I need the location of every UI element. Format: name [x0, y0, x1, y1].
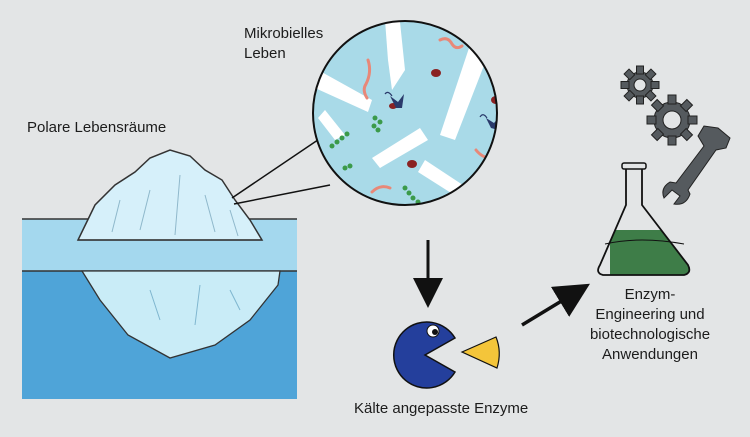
iceberg-icon	[22, 149, 297, 399]
arrow-diagonal	[521, 283, 590, 327]
gear-icon	[620, 65, 698, 146]
wrench-icon	[662, 125, 731, 205]
applications-label: Enzym- Engineering und biotechnologische…	[589, 286, 711, 363]
pacman-enzyme-icon	[392, 321, 457, 389]
polar-habitats-label: Polare Lebensräume	[27, 119, 167, 136]
iceberg-above	[76, 149, 264, 241]
zoom-line-bottom	[233, 184, 331, 205]
microbial-life-label: Mikrobielles Leben	[244, 25, 324, 62]
cold-adapted-enzymes-label: Kälte angepasste Enzyme	[354, 400, 529, 417]
iceberg-underwater	[80, 270, 281, 359]
microbe-magnifier-icon	[312, 20, 498, 206]
substrate-wedge-icon	[460, 336, 500, 369]
